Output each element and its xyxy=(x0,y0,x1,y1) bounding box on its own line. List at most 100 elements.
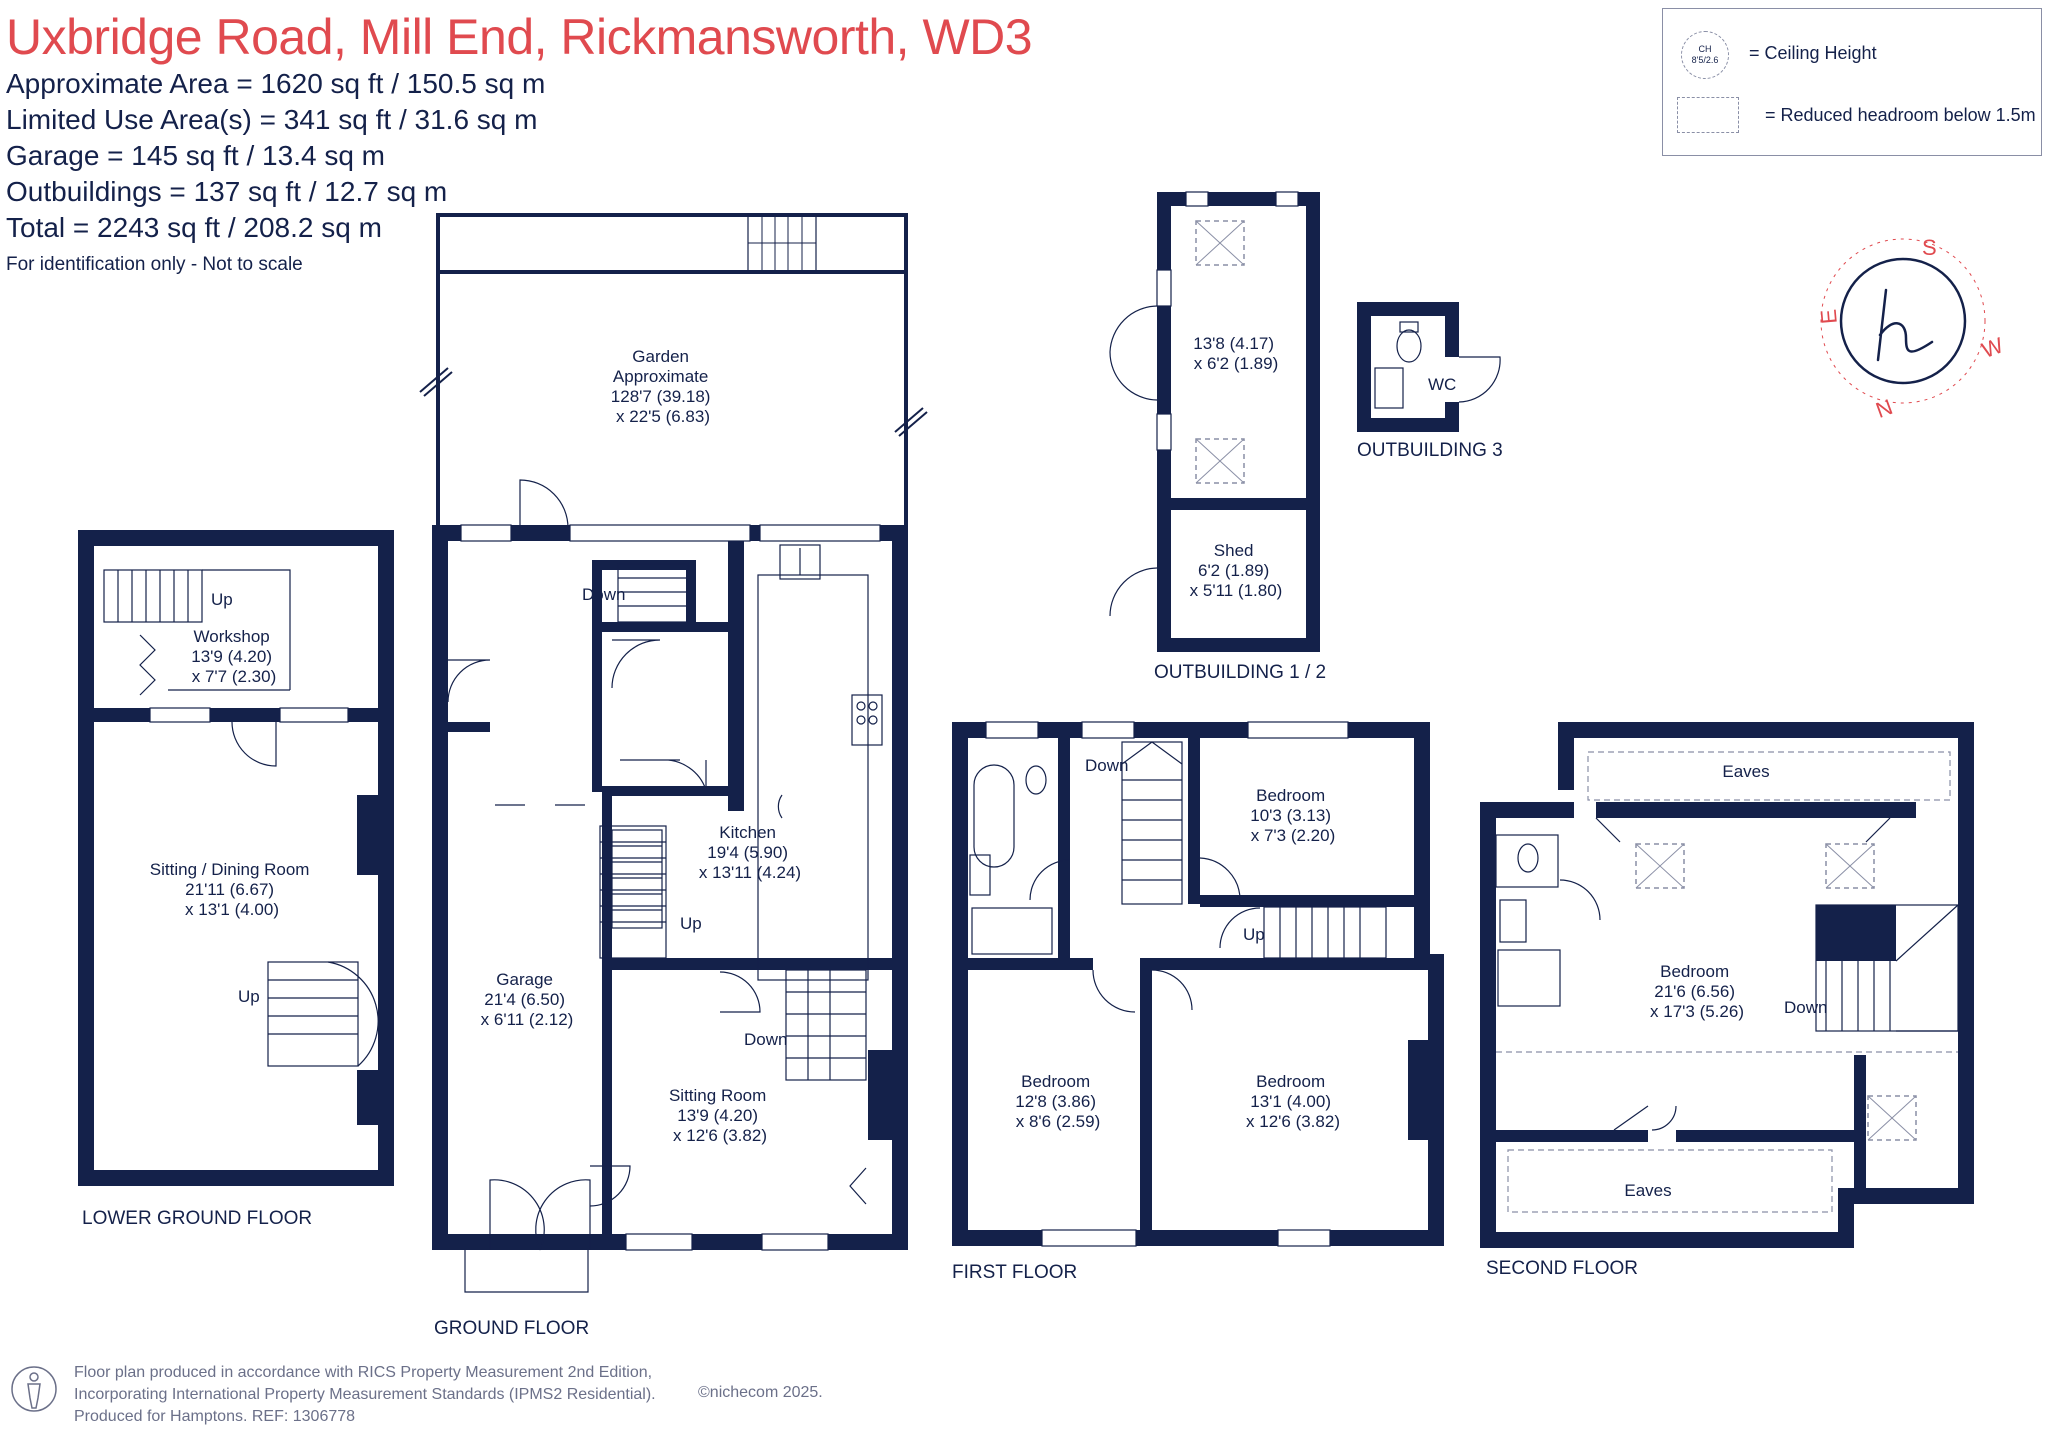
lower-ground-floor xyxy=(78,530,394,1186)
garage-dim-1: 21'4 (6.50) xyxy=(484,990,565,1009)
sitting-room-name: Sitting Room xyxy=(669,1086,766,1105)
garden-name: Garden xyxy=(632,347,689,366)
outbuilding-main-label: 13'8 (4.17) x 6'2 (1.89) xyxy=(1193,334,1278,373)
outbuilding-12 xyxy=(1157,192,1320,652)
garden: Garden Approximate 128'7 (39.18) x 22'5 … xyxy=(419,213,928,530)
outbuilding-3-labels: WC OUTBUILDING 3 xyxy=(1357,375,1503,461)
outbuilding-12-details xyxy=(1109,191,1299,617)
bedroom-ff-left-dim-2: x 8'6 (2.59) xyxy=(1016,1112,1101,1131)
outbuilding-12-labels: 13'8 (4.17) x 6'2 (1.89) Shed 6'2 (1.89)… xyxy=(1154,334,1326,683)
hamptons-logo-icon xyxy=(1876,288,1934,362)
bedroom-sf-name: Bedroom xyxy=(1660,962,1729,981)
garage-label: Garage 21'4 (6.50) x 6'11 (2.12) xyxy=(481,970,574,1029)
bedroom-ff-left-label: Bedroom 12'8 (3.86) x 8'6 (2.59) xyxy=(1015,1072,1100,1131)
bedroom-ff-right-dim-1: 13'1 (4.00) xyxy=(1250,1092,1331,1111)
bedroom-ff-small-name: Bedroom xyxy=(1256,786,1325,805)
disclaimer: For identification only - Not to scale xyxy=(6,254,303,275)
gf-up-label: Up xyxy=(680,914,702,933)
ceiling-height-icon: CH 8'5/2.6 xyxy=(1681,31,1729,79)
wc-label: WC xyxy=(1428,375,1456,394)
sitting-dining-dim-2: x 13'1 (4.00) xyxy=(185,900,279,919)
compass-w: W xyxy=(1978,332,2006,363)
header: Uxbridge Road, Mill End, Rickmansworth, … xyxy=(6,8,1033,280)
first-floor-labels: Down Bedroom 10'3 (3.13) x 7'3 (2.20) Up… xyxy=(952,756,1340,1283)
first-floor-details xyxy=(969,721,1387,1247)
compass-e: E xyxy=(1816,308,1842,325)
bedroom-ff-small-dim-1: 10'3 (3.13) xyxy=(1250,806,1331,825)
kitchen-name: Kitchen xyxy=(719,823,776,842)
person-info-icon xyxy=(11,1366,57,1412)
ceiling-height-label: = Ceiling Height xyxy=(1749,43,1877,63)
sf-down-label: Down xyxy=(1784,998,1827,1017)
eaves-bottom-label: Eaves xyxy=(1624,1181,1671,1200)
footer-line-3: Produced for Hamptons. REF: 1306778 xyxy=(74,1408,356,1425)
sitting-dining-label: Sitting / Dining Room 21'11 (6.67) x 13'… xyxy=(150,860,314,919)
ff-up-label: Up xyxy=(1243,925,1265,944)
outbuilding-12-label: OUTBUILDING 1 / 2 xyxy=(1154,662,1326,683)
lower-ground-labels: Up Workshop 13'9 (4.20) x 7'7 (2.30) Sit… xyxy=(82,590,314,1229)
gf-down-hall-label: Down xyxy=(582,585,625,604)
kitchen-label: Kitchen 19'4 (5.90) x 13'11 (4.24) xyxy=(699,823,801,882)
shed-dim-2: x 5'11 (1.80) xyxy=(1190,581,1283,600)
gf-down-sitting-label: Down xyxy=(744,1030,787,1049)
page-title: Uxbridge Road, Mill End, Rickmansworth, … xyxy=(6,9,1033,65)
shed-label: Shed 6'2 (1.89) x 5'11 (1.80) xyxy=(1190,541,1283,600)
garden-label: Garden Approximate 128'7 (39.18) x 22'5 … xyxy=(611,347,715,426)
garage-dim-2: x 6'11 (2.12) xyxy=(481,1010,574,1029)
garden-dim-1: 128'7 (39.18) xyxy=(611,387,711,406)
outbuilding-3-label: OUTBUILDING 3 xyxy=(1357,440,1503,461)
second-floor-labels: Eaves Bedroom 21'6 (6.56) x 17'3 (5.26) … xyxy=(1486,762,1827,1279)
garden-dim-2: x 22'5 (6.83) xyxy=(616,407,710,426)
bedroom-ff-small-dim-2: x 7'3 (2.20) xyxy=(1251,826,1336,845)
outbuilding-main-dim-1: 13'8 (4.17) xyxy=(1193,334,1274,353)
total-area: Total = 2243 sq ft / 208.2 sq m xyxy=(6,212,382,243)
garage-name: Garage xyxy=(496,970,553,989)
approximate-area: Approximate Area = 1620 sq ft / 150.5 sq… xyxy=(6,68,546,99)
workshop-name: Workshop xyxy=(194,627,270,646)
sitting-dining-dim-1: 21'11 (6.67) xyxy=(185,880,274,899)
limited-use-area: Limited Use Area(s) = 341 sq ft / 31.6 s… xyxy=(6,104,538,135)
bedroom-sf-dim-2: x 17'3 (5.26) xyxy=(1650,1002,1744,1021)
bedroom-ff-right-label: Bedroom 13'1 (4.00) x 12'6 (3.82) xyxy=(1246,1072,1340,1131)
compass-n: N xyxy=(1872,394,1895,423)
compass-s: S xyxy=(1922,235,1937,260)
bedroom-ff-right-name: Bedroom xyxy=(1256,1072,1325,1091)
bedroom-ff-small-label: Bedroom 10'3 (3.13) x 7'3 (2.20) xyxy=(1250,786,1335,845)
lgf-up-label: Up xyxy=(238,987,260,1006)
shed-dim-1: 6'2 (1.89) xyxy=(1198,561,1269,580)
workshop-label: Workshop 13'9 (4.20) x 7'7 (2.30) xyxy=(191,627,276,686)
bedroom-ff-right-dim-2: x 12'6 (3.82) xyxy=(1246,1112,1340,1131)
kitchen-dim-1: 19'4 (5.90) xyxy=(707,843,788,862)
first-floor-label: FIRST FLOOR xyxy=(952,1262,1077,1283)
garage-area: Garage = 145 sq ft / 13.4 sq m xyxy=(6,140,385,171)
ceiling-height-symbol-top: CH xyxy=(1698,44,1712,54)
copyright: ©nichecom 2025. xyxy=(698,1384,823,1401)
lower-ground-details xyxy=(103,569,379,1067)
outbuilding-3 xyxy=(1357,302,1459,432)
outbuilding-3-details xyxy=(1374,321,1501,409)
kitchen-dim-2: x 13'11 (4.24) xyxy=(699,863,801,882)
ceiling-height-symbol-bottom: 8'5/2.6 xyxy=(1691,55,1719,65)
ground-floor-details xyxy=(447,479,883,1293)
workshop-dim-2: x 7'7 (2.30) xyxy=(192,667,277,686)
sitting-dining-name: Sitting / Dining Room xyxy=(150,860,310,879)
footer-line-1: Floor plan produced in accordance with R… xyxy=(74,1364,653,1381)
eaves-top-label: Eaves xyxy=(1722,762,1769,781)
workshop-dim-1: 13'9 (4.20) xyxy=(191,647,272,666)
ground-floor-label: GROUND FLOOR xyxy=(434,1318,589,1339)
footer-line-2: Incorporating International Property Mea… xyxy=(74,1386,656,1403)
outbuildings-area: Outbuildings = 137 sq ft / 12.7 sq m xyxy=(6,176,448,207)
second-floor xyxy=(1480,722,1974,1248)
workshop-up-label: Up xyxy=(211,590,233,609)
sitting-room-dim-1: 13'9 (4.20) xyxy=(677,1106,758,1125)
outbuilding-main-dim-2: x 6'2 (1.89) xyxy=(1194,354,1279,373)
bedroom-sf-dim-1: 21'6 (6.56) xyxy=(1654,982,1735,1001)
reduced-headroom-icon xyxy=(1677,97,1739,133)
reduced-headroom-label: = Reduced headroom below 1.5m xyxy=(1765,105,2036,125)
ground-floor-labels: Kitchen 19'4 (5.90) x 13'11 (4.24) Garag… xyxy=(434,585,801,1339)
sitting-room-dim-2: x 12'6 (3.82) xyxy=(673,1126,767,1145)
ff-down-label: Down xyxy=(1085,756,1128,775)
first-floor xyxy=(952,722,1444,1246)
garden-note: Approximate xyxy=(613,367,708,386)
